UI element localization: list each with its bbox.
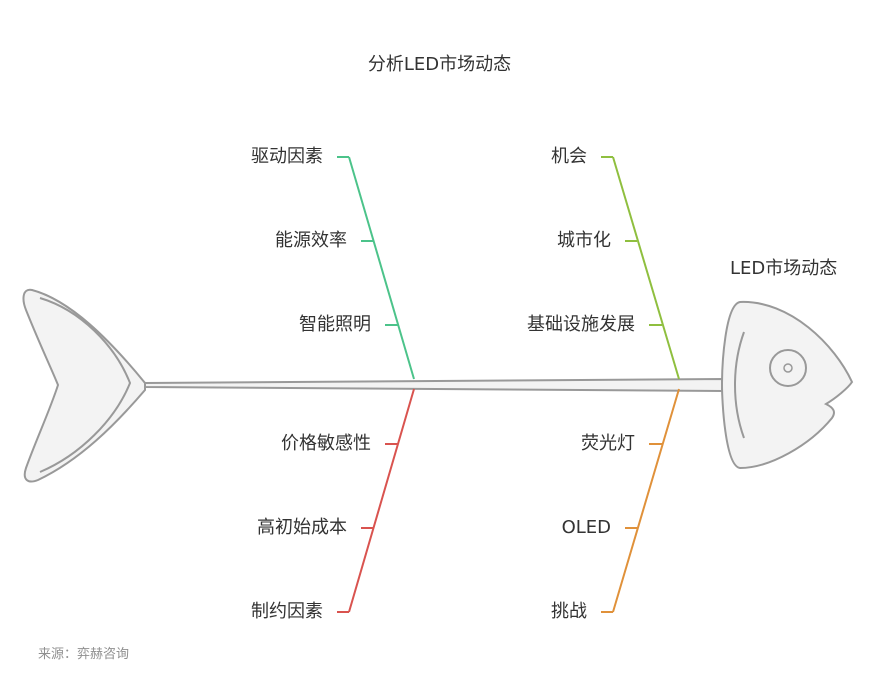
branch-constraints xyxy=(337,388,415,613)
cause-oled: OLED xyxy=(561,517,611,538)
fish-tail xyxy=(22,288,146,483)
cause-infrastructure: 基础设施发展 xyxy=(527,314,635,335)
effect-label: LED市场动态 xyxy=(730,258,838,279)
cause-fluorescent: 荧光灯 xyxy=(581,433,635,454)
fish-spine xyxy=(144,377,723,393)
cause-urbanization: 城市化 xyxy=(557,230,611,251)
cause-energy-efficiency: 能源效率 xyxy=(275,230,347,251)
category-constraints: 制约因素 xyxy=(251,601,323,622)
cause-price-sensitivity: 价格敏感性 xyxy=(281,433,371,454)
diagram-title: 分析LED市场动态 xyxy=(367,54,512,75)
branch-opportunities xyxy=(601,156,680,380)
branch-drivers xyxy=(337,156,415,380)
cause-smart-lighting: 智能照明 xyxy=(299,314,371,335)
fish-tail-inner xyxy=(39,297,132,473)
cause-high-initial-cost: 高初始成本 xyxy=(257,517,347,538)
source-note: 来源：弈赫咨询 xyxy=(38,647,130,662)
category-drivers: 驱动因素 xyxy=(251,146,323,167)
fish-gill xyxy=(734,331,745,439)
category-challenges: 挑战 xyxy=(551,601,587,622)
fish-pupil xyxy=(783,363,793,373)
branch-challenges xyxy=(601,388,680,613)
category-opportunities: 机会 xyxy=(551,146,587,167)
